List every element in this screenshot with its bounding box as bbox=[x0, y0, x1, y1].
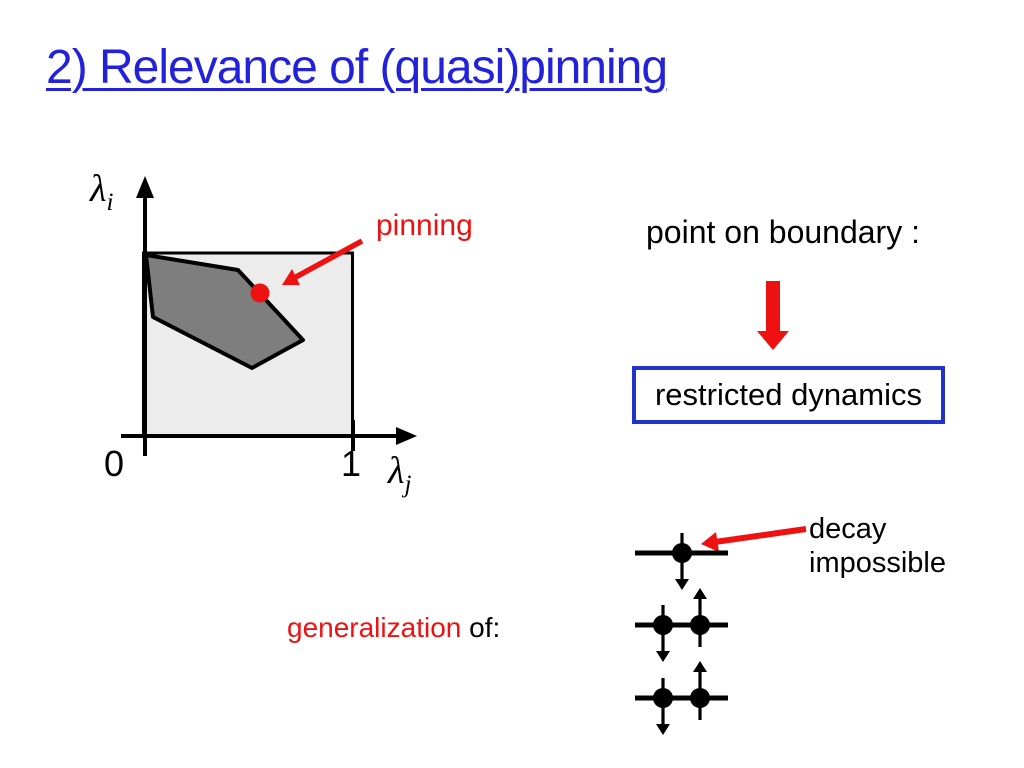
x-max-tick-label: 1 bbox=[341, 443, 362, 484]
decay-line2: impossible bbox=[809, 547, 946, 579]
flow-arrowhead bbox=[757, 331, 789, 350]
x-axis-label: λj bbox=[388, 452, 411, 497]
decay-impossible-label: decay impossible bbox=[809, 512, 946, 580]
occupation-dot bbox=[690, 615, 710, 635]
restricted-dynamics-box: restricted dynamics bbox=[632, 366, 945, 424]
spin-level-diagrams bbox=[635, 533, 728, 735]
spin-down-arrow-icon bbox=[656, 651, 670, 662]
y-axis-subscript: i bbox=[106, 189, 114, 216]
slide-title: 2) Relevance of (quasi)pinning bbox=[46, 41, 668, 94]
pinning-point bbox=[250, 283, 270, 303]
decay-arrow-line bbox=[714, 526, 807, 545]
decay-line1: decay bbox=[809, 513, 887, 545]
pinning-arrow-line bbox=[292, 238, 364, 281]
spin-up-arrow-icon bbox=[693, 588, 707, 599]
occupation-dot bbox=[672, 543, 692, 563]
spin-down-arrow-icon bbox=[656, 724, 670, 735]
x-axis-subscript: j bbox=[404, 471, 412, 498]
energy-level-2 bbox=[635, 588, 728, 662]
pinning-annotation-label: pinning bbox=[376, 209, 473, 242]
unit-square bbox=[142, 251, 354, 438]
occupation-dot bbox=[653, 688, 673, 708]
x-axis-arrowhead-icon bbox=[396, 427, 417, 445]
origin-tick-label: 0 bbox=[104, 443, 125, 484]
restricted-dynamics-label: restricted dynamics bbox=[654, 377, 923, 412]
allowed-region-polygon bbox=[144, 253, 305, 370]
spin-up-arrow-icon bbox=[693, 661, 707, 672]
generalization-label: generalization of: bbox=[287, 611, 500, 645]
generalization-black-text: of: bbox=[461, 612, 501, 643]
pinning-arrowhead-icon bbox=[282, 269, 300, 285]
energy-level-1 bbox=[635, 533, 728, 590]
spin-down-arrow-icon bbox=[675, 579, 689, 590]
decay-arrow-icon bbox=[701, 526, 807, 552]
generalization-red-text: generalization bbox=[287, 612, 462, 643]
y-axis-arrowhead-icon bbox=[136, 176, 154, 198]
boundary-heading: point on boundary : bbox=[646, 214, 920, 250]
x-axis-symbol: λ bbox=[388, 450, 405, 492]
flow-arrow-shaft bbox=[766, 281, 780, 331]
decay-arrowhead bbox=[701, 532, 719, 552]
y-axis-label: λi bbox=[90, 170, 113, 215]
lambda-plot bbox=[121, 176, 417, 456]
y-axis-symbol: λ bbox=[90, 168, 107, 210]
flow-arrow-icon bbox=[757, 281, 789, 350]
energy-level-3 bbox=[635, 661, 728, 735]
occupation-dot bbox=[690, 688, 710, 708]
occupation-dot bbox=[653, 615, 673, 635]
